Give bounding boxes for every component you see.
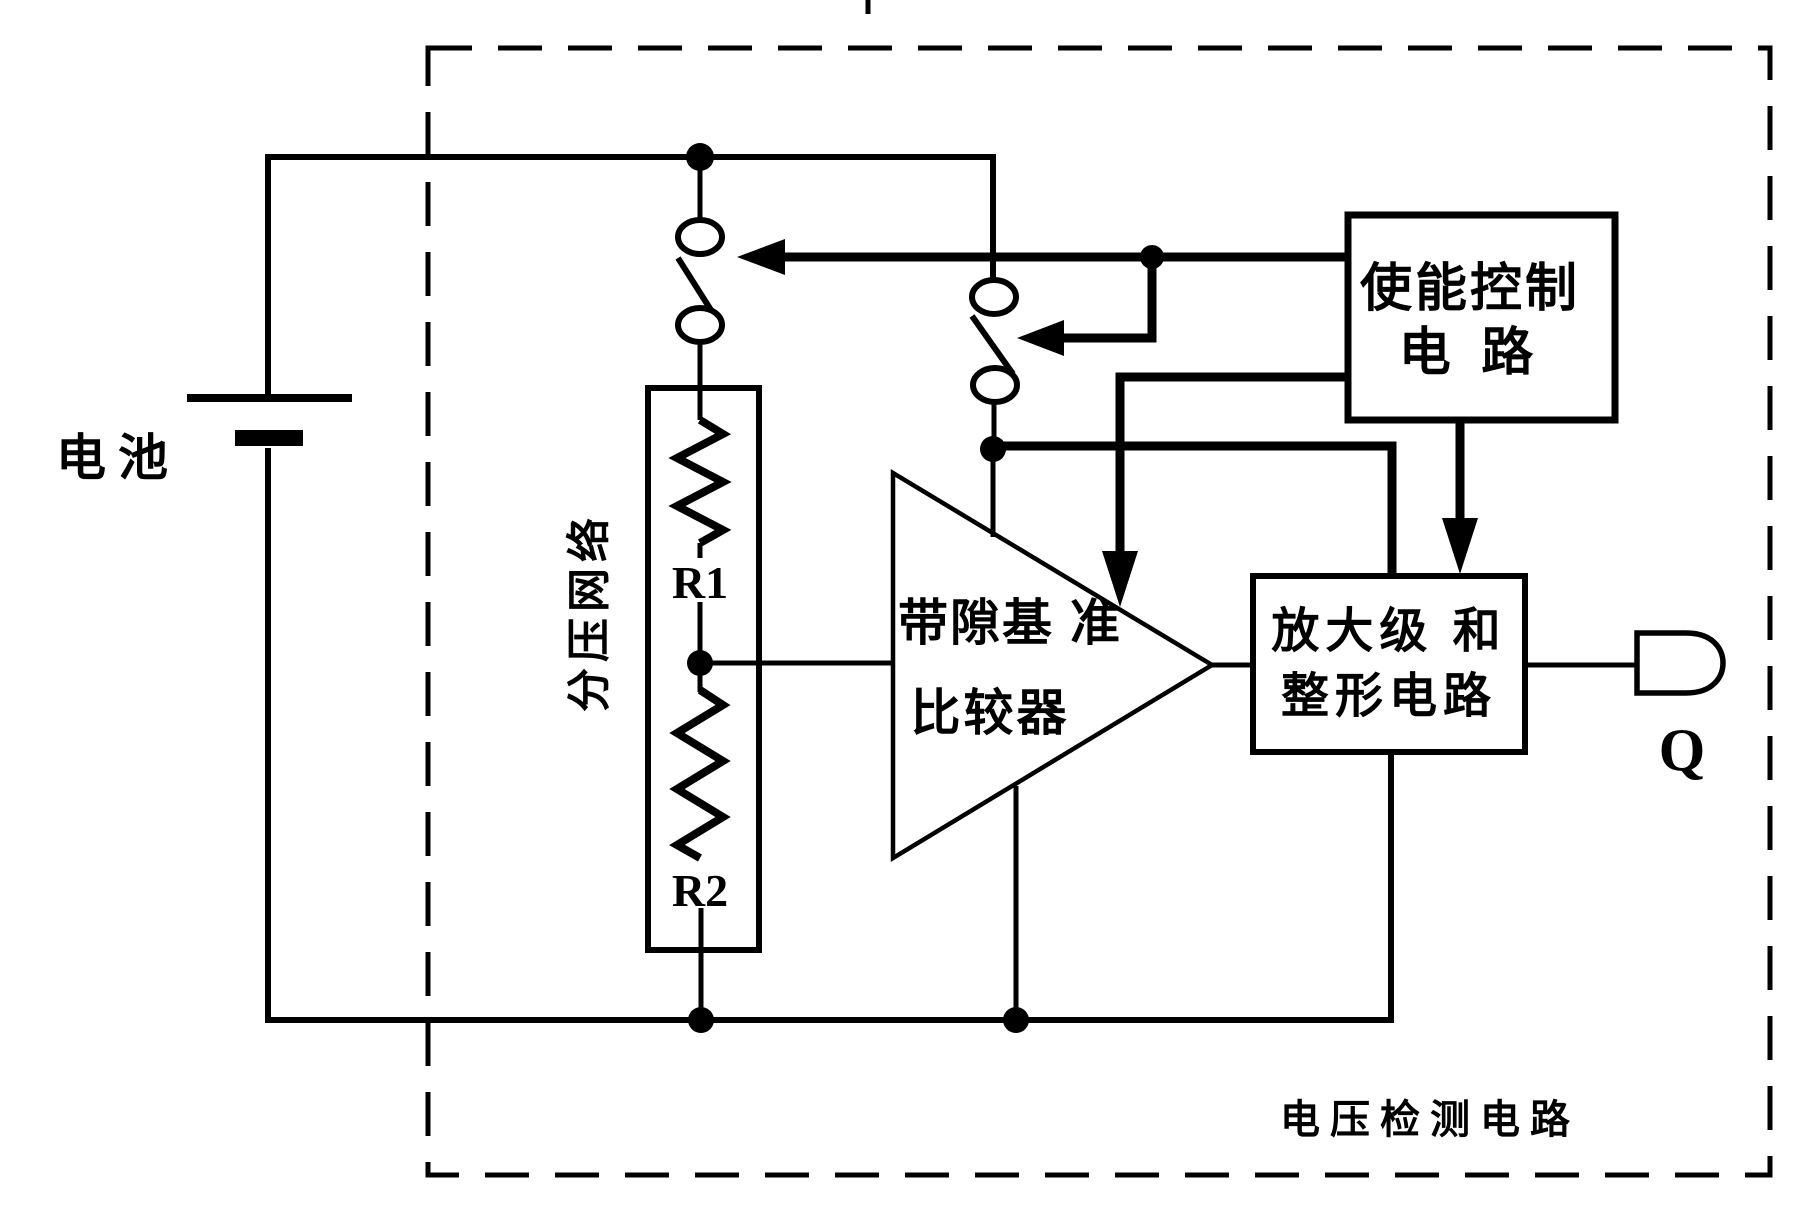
enable-arrow-switch1-icon	[737, 239, 785, 275]
junction-switch2-node	[980, 436, 1006, 462]
enable-wire-to-comparator	[1115, 372, 1348, 553]
resistor-r1-label: R1	[672, 557, 728, 608]
enable-control-label-line1: 使能控制	[1359, 260, 1580, 318]
junction-top-divider	[686, 143, 714, 171]
output-gate-symbol	[1634, 630, 1726, 696]
junction-enable-branch	[1140, 245, 1164, 269]
amplifier-shaping-box	[1250, 573, 1528, 755]
switch2-blade	[969, 314, 1016, 376]
ground-return-wire	[265, 752, 1394, 1023]
enable-arrow-comparator-icon	[1102, 551, 1138, 607]
enable-control-label-line2: 电 路	[1399, 324, 1541, 382]
divider-network-label: 分压网络	[564, 512, 614, 712]
battery-label: 电池	[56, 430, 180, 486]
junction-divider-tap	[687, 650, 713, 676]
junction-ground-comparator	[1003, 1007, 1029, 1033]
detection-circuit-dashed-boundary	[425, 45, 1773, 1178]
enable-control-box	[1344, 211, 1619, 424]
comparator-triangle	[890, 469, 1217, 862]
amplifier-label-line2: 整形电路	[1281, 670, 1497, 723]
output-q-label: Q	[1659, 717, 1706, 783]
switch2-top-contact	[969, 277, 1019, 317]
resistor-r2-label: R2	[672, 865, 728, 916]
resistor-r1	[668, 416, 732, 547]
enable-wire-to-switch2	[1062, 257, 1157, 343]
enable-arrow-amplifier-icon	[1442, 518, 1478, 574]
junction-ground-r2	[688, 1007, 714, 1033]
enable-arrow-switch2-icon	[1017, 320, 1064, 356]
switch2-bottom-contact	[970, 365, 1020, 405]
detection-circuit-label: 电压检测电路	[1280, 1098, 1580, 1142]
switch1-top-contact	[675, 217, 725, 257]
switch1-bottom-contact	[675, 305, 725, 345]
supply-to-amplifier-wire	[993, 441, 1397, 578]
comparator-label-line2: 比较器	[911, 685, 1070, 741]
comparator-label-line1: 带隙基 准	[898, 595, 1122, 651]
amplifier-label-line1: 放大级 和	[1271, 605, 1506, 658]
resistor-r2	[669, 686, 731, 862]
